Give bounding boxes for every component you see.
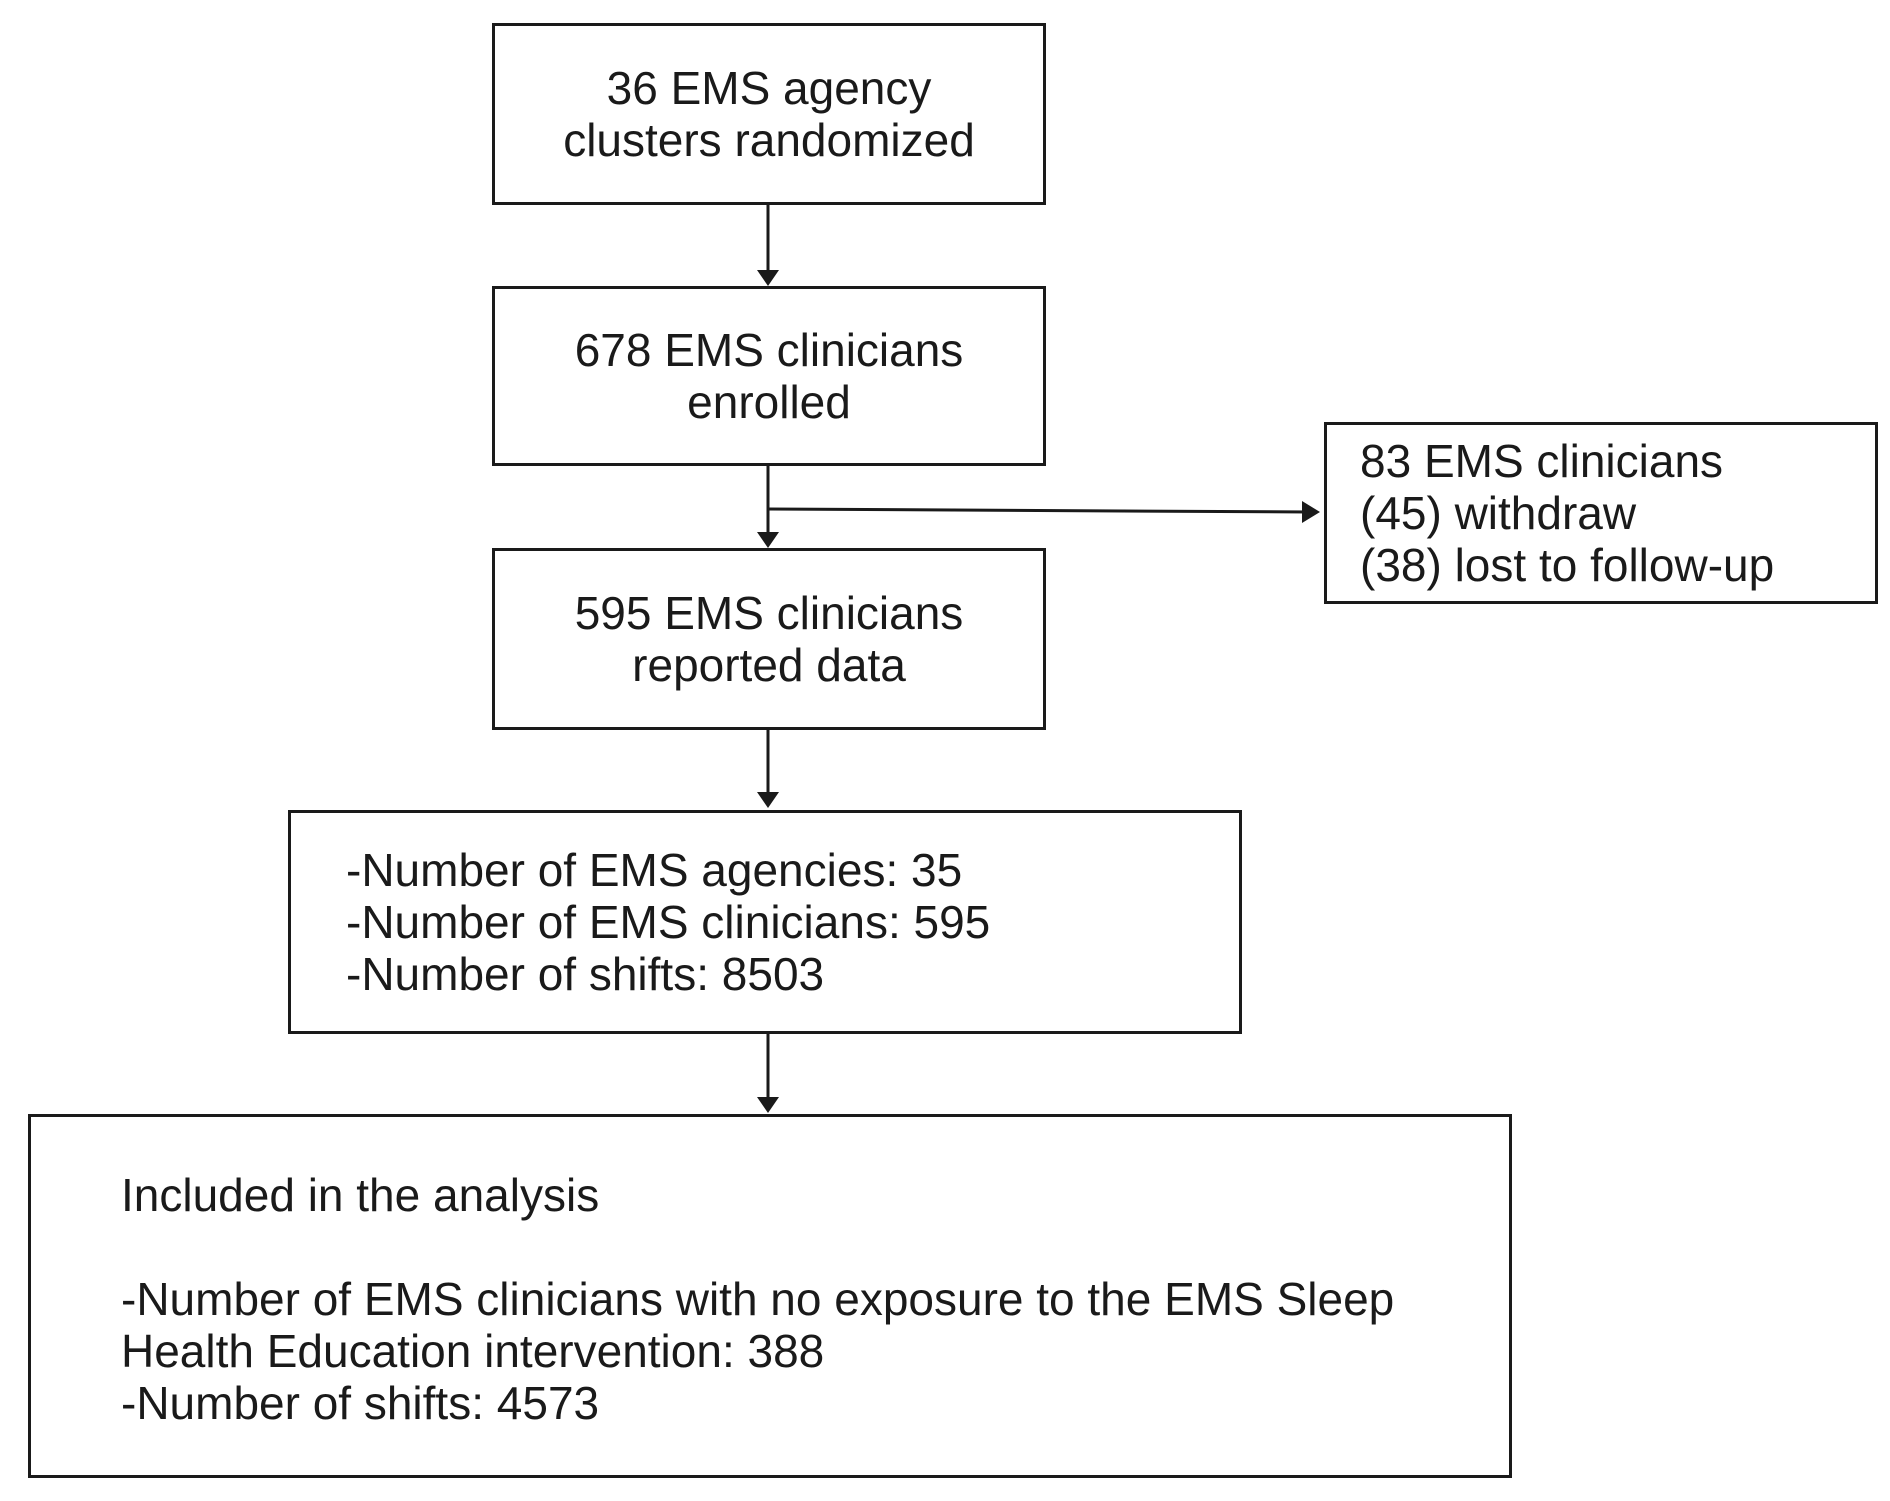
enrolled-line-2: enrolled bbox=[687, 376, 851, 428]
exclusion-line-1: 83 EMS clinicians bbox=[1360, 435, 1724, 487]
randomized-box: 36 EMS agency clusters randomized bbox=[492, 23, 1046, 205]
arrowhead-2 bbox=[757, 532, 779, 548]
arrowhead-1 bbox=[757, 270, 779, 286]
analysis-clinicians-line-1: -Number of EMS clinicians with no exposu… bbox=[121, 1273, 1395, 1325]
analysis-heading: Included in the analysis bbox=[121, 1169, 600, 1221]
reported-box: 595 EMS clinicians reported data bbox=[492, 548, 1046, 730]
arrowhead-3 bbox=[1302, 501, 1320, 523]
analysis-spacer bbox=[121, 1221, 1509, 1273]
summary-clinicians: -Number of EMS clinicians: 595 bbox=[346, 896, 991, 948]
exclusion-line-2: (45) withdraw bbox=[1360, 487, 1637, 539]
enrolled-box: 678 EMS clinicians enrolled bbox=[492, 286, 1046, 466]
randomized-line-2: clusters randomized bbox=[563, 114, 975, 166]
exclusion-box: 83 EMS clinicians (45) withdraw (38) los… bbox=[1324, 422, 1878, 604]
reported-line-1: 595 EMS clinicians bbox=[574, 587, 964, 639]
reported-line-2: reported data bbox=[632, 639, 906, 691]
analysis-clinicians-line-2: Health Education intervention: 388 bbox=[121, 1325, 825, 1377]
analysis-box: Included in the analysis -Number of EMS … bbox=[28, 1114, 1512, 1478]
enrolled-line-1: 678 EMS clinicians bbox=[574, 324, 964, 376]
analysis-shifts: -Number of shifts: 4573 bbox=[121, 1377, 600, 1429]
summary-agencies: -Number of EMS agencies: 35 bbox=[346, 844, 963, 896]
summary-shifts: -Number of shifts: 8503 bbox=[346, 948, 825, 1000]
exclusion-line-3: (38) lost to follow-up bbox=[1360, 539, 1775, 591]
arrow-to-exclusion bbox=[767, 507, 1311, 514]
randomized-line-1: 36 EMS agency bbox=[606, 62, 932, 114]
arrowhead-5 bbox=[757, 1097, 779, 1113]
summary-box: -Number of EMS agencies: 35 -Number of E… bbox=[288, 810, 1242, 1034]
arrowhead-4 bbox=[757, 792, 779, 808]
